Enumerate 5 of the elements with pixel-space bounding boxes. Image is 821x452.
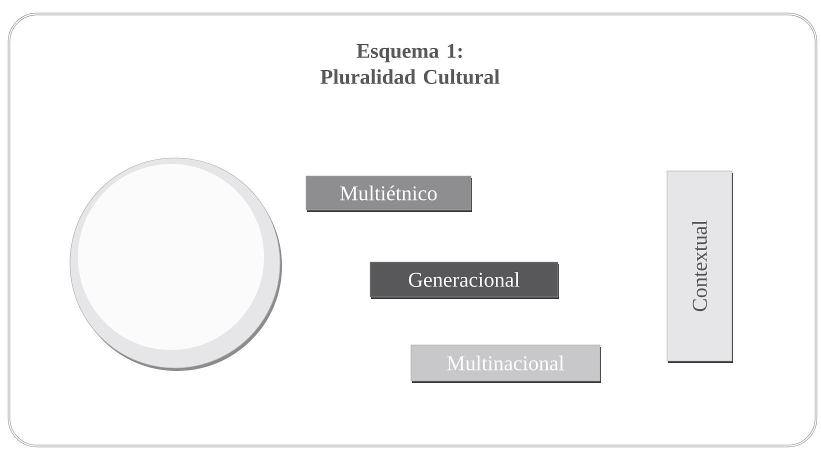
label-box: Contextual xyxy=(666,170,733,363)
title: Esquema 1: Pluralidad Cultural xyxy=(320,44,500,84)
circle-shape xyxy=(70,158,282,371)
label-box: Multiétnico xyxy=(306,176,472,212)
label-box: Generacional xyxy=(370,262,559,299)
